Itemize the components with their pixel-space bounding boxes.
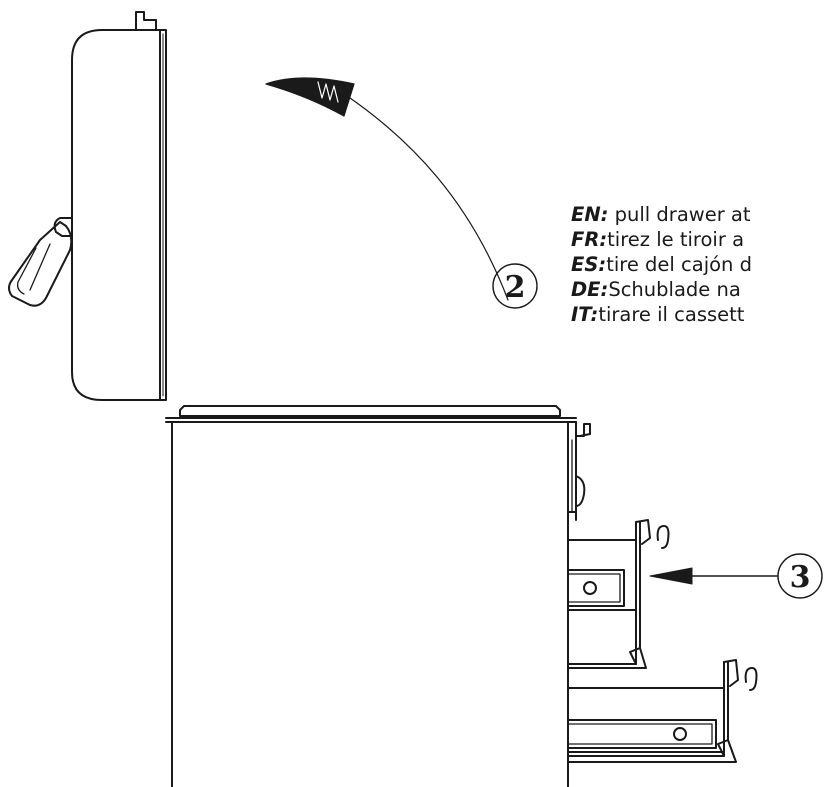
instruction-de: DE:Schublade na <box>571 277 752 302</box>
instruction-it: IT:tirare il cassett <box>571 302 752 327</box>
drawer-push-arrow <box>649 567 779 585</box>
instruction-text-it: tirare il cassett <box>598 303 745 326</box>
lang-colon: : <box>599 228 608 251</box>
lid-motion-arrow <box>265 77 509 301</box>
lang-colon: : <box>590 303 599 326</box>
lang-code-it: IT <box>571 303 591 326</box>
lang-code-en: EN <box>571 203 601 226</box>
upper-drawer <box>567 519 670 669</box>
step-marker-3 <box>777 553 823 599</box>
instruction-fr: FR:tirez le tiroir a <box>571 227 752 252</box>
lang-code-de: DE <box>571 278 601 301</box>
lang-colon: : <box>600 203 609 226</box>
instruction-text-en: pull drawer at <box>608 203 751 226</box>
instruction-text-de: Schublade na <box>608 278 741 301</box>
grill-cabinet <box>171 421 569 787</box>
step-marker-2 <box>492 263 538 309</box>
instruction-text-fr: tirez le tiroir a <box>607 228 745 251</box>
lower-drawer <box>567 659 758 763</box>
grill-top <box>165 405 577 423</box>
step-number-2: 2 <box>505 270 526 305</box>
step-number-3: 3 <box>790 560 811 595</box>
instruction-en: EN: pull drawer at <box>571 202 752 227</box>
side-bracket <box>567 421 591 521</box>
lang-code-es: ES <box>571 253 599 276</box>
lang-colon: : <box>600 278 609 301</box>
lid-handle <box>8 217 73 307</box>
lang-code-fr: FR <box>571 228 600 251</box>
instruction-es: ES:tire del cajón d <box>571 252 752 277</box>
instruction-list: EN: pull drawer at FR:tirez le tiroir a … <box>571 202 752 327</box>
grill-lid <box>71 11 167 401</box>
instruction-text-es: tire del cajón d <box>606 253 752 276</box>
lang-colon: : <box>598 253 607 276</box>
